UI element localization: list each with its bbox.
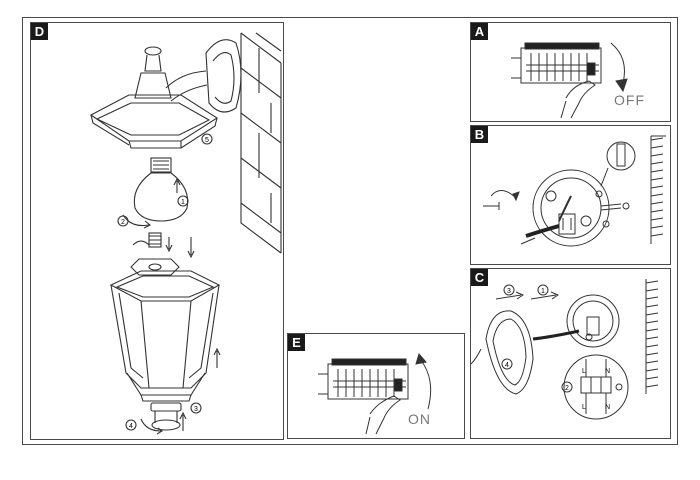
- lantern-body-illustration: [109, 270, 221, 435]
- terminal-l2-label: L: [582, 404, 586, 411]
- hand-pointer-illustration: [560, 80, 596, 119]
- lamp-bracket-illustration: [471, 310, 534, 395]
- step-3-marker: 3: [507, 288, 511, 295]
- screw-illustration: [483, 202, 630, 245]
- panel-e-drawing: ON: [318, 352, 432, 435]
- arrow-up-2: [213, 347, 221, 368]
- panel-d-drawing: 1 2 3 4 5: [89, 32, 282, 435]
- hand-pointer-illustration: [365, 395, 401, 435]
- panel-e: E ON: [287, 333, 465, 439]
- mounting-plate-illustration: [532, 169, 610, 247]
- wall-hatching: [650, 135, 666, 244]
- switch-off-label: OFF: [614, 92, 645, 108]
- step-4-marker: 4: [505, 362, 509, 369]
- arrow-1: [530, 291, 560, 300]
- panel-c-drawing: 3 1 4 2 L N L N: [471, 279, 659, 420]
- arrow-3: [495, 291, 525, 300]
- terminal-detail-illustration: [563, 333, 629, 420]
- panel-b-label: B: [471, 126, 488, 143]
- rotate-arrow-on: [419, 358, 432, 410]
- lamp-roof-illustration: [89, 46, 219, 149]
- panel-a-label: A: [471, 23, 488, 40]
- panel-c: C: [470, 268, 671, 439]
- arrow-head-up-1: [173, 177, 181, 186]
- mounting-plate-illustration: [532, 294, 620, 348]
- step-4-marker: 4: [129, 423, 133, 430]
- panel-b-drawing: [483, 135, 666, 247]
- panel-b: B: [470, 125, 671, 265]
- panel-a: A OFF: [470, 22, 671, 122]
- wall-bracket-illustration: [165, 39, 242, 113]
- step-1-marker: 1: [541, 288, 545, 295]
- step-3-marker: 3: [194, 406, 198, 413]
- step-2-marker: 2: [565, 385, 569, 392]
- terminal-l-label: L: [582, 368, 586, 375]
- brick-wall-illustration: [240, 32, 282, 254]
- panel-d-label: D: [31, 23, 48, 40]
- rotate-arrow: [490, 190, 517, 199]
- terminal-n-label: N: [605, 368, 610, 375]
- rotate-arrow-off: [610, 42, 625, 84]
- screw-gasket-illustration: [130, 232, 195, 276]
- instruction-sheet-frame: [22, 17, 678, 445]
- panel-e-label: E: [288, 334, 305, 351]
- step-2-marker: 2: [121, 219, 125, 226]
- panel-c-label: C: [471, 269, 488, 286]
- step-5-marker: 5: [205, 137, 209, 144]
- light-bulb-illustration: [122, 157, 189, 229]
- wall-hatching: [645, 279, 659, 394]
- terminal-n2-label: N: [605, 404, 610, 411]
- panel-d: D: [30, 22, 284, 440]
- switch-on-label: ON: [408, 411, 431, 427]
- wall-plug-illustration: [595, 141, 636, 228]
- breaker-panel-illustration: [318, 358, 409, 400]
- panel-a-drawing: OFF: [511, 42, 645, 119]
- breaker-panel-illustration: [511, 42, 602, 84]
- cable-illustration: [525, 195, 572, 238]
- step-1-marker: 1: [181, 199, 185, 206]
